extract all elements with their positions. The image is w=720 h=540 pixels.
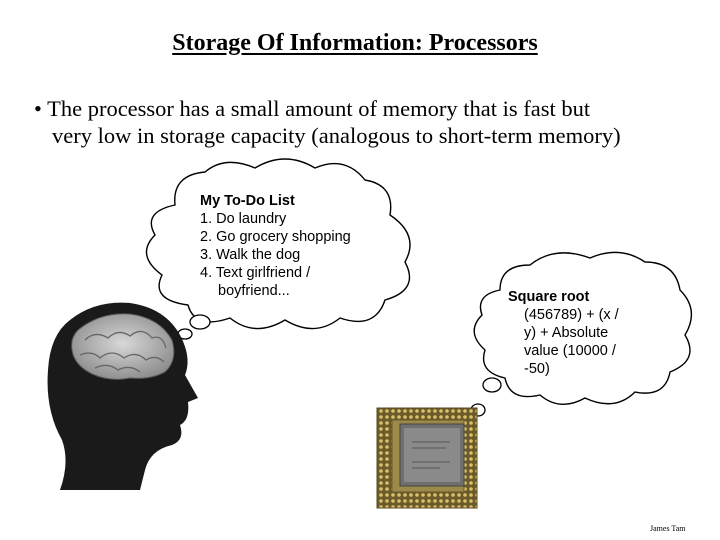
todo-item: 4. Text girlfriend /: [200, 265, 311, 281]
todo-list: My To-Do List 1. Do laundry 2. Go grocer…: [200, 192, 351, 300]
bullet-line-1: • The processor has a small amount of me…: [34, 96, 591, 121]
slide-title: Storage Of Information: Processors: [172, 30, 538, 56]
bullet-line-2: very low in storage capacity (analogous …: [52, 123, 621, 148]
expression-line-4: value (10000 /: [524, 343, 616, 359]
processor-expression: Square root (456789) + (x / y) + Absolut…: [508, 288, 619, 378]
human-head-brain-icon: [47, 302, 198, 490]
processor-chip-icon: [376, 407, 478, 509]
expression-line-2: (456789) + (x /: [524, 307, 619, 323]
todo-item: 2. Go grocery shopping: [200, 229, 351, 245]
expression-line-5: -50): [524, 361, 550, 377]
bullet-text: • The processor has a small amount of me…: [34, 95, 704, 149]
todo-item: 3. Walk the dog: [200, 247, 301, 263]
todo-thought-cloud: [145, 158, 411, 347]
todo-item-continuation: boyfriend...: [218, 283, 290, 299]
author-credit: James Tam: [650, 524, 686, 533]
expression-line-1: Square root: [508, 289, 590, 305]
expression-line-3: y) + Absolute: [524, 325, 609, 341]
todo-heading: My To-Do List: [200, 193, 295, 209]
todo-item: 1. Do laundry: [200, 211, 287, 227]
